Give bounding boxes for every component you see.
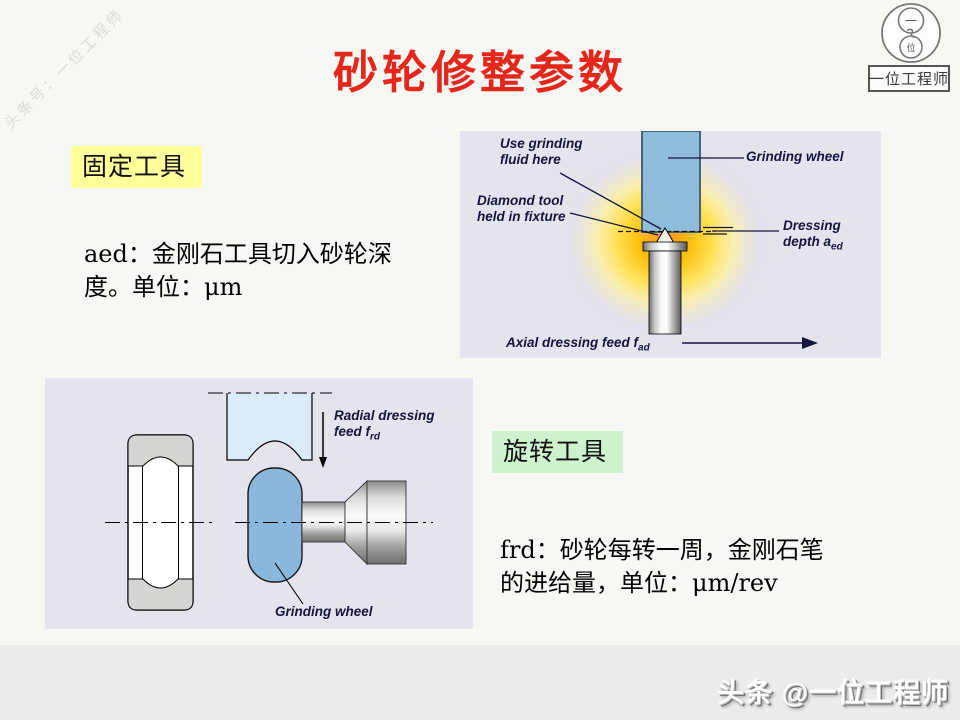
diamond-tool-label: Diamond tool held in fixture (477, 193, 566, 224)
fixed-tool-desc-line1: aed：金刚石工具切入砂轮深 (84, 240, 392, 268)
diamond-leader-line (569, 212, 659, 236)
wheel-profile-outline (226, 393, 313, 461)
rotary-tool-diagram-drawing (105, 392, 433, 611)
brand-logo-icon: 一 位 一位工程师 (868, 3, 950, 92)
brand-logo: 一 位 一位工程师 (866, 2, 952, 99)
grinding-wheel-label-2: Grinding wheel (275, 604, 373, 619)
dressing-depth-label: Dressing depth aed (783, 218, 843, 253)
footer-strip (0, 645, 960, 720)
grinding-wheel-label: Grinding wheel (746, 149, 844, 164)
rotary-tool-desc-line1: frd：砂轮每转一周，金刚石笔 (500, 536, 824, 564)
spindle-body (366, 480, 407, 565)
page-title: 砂轮修整参数 (332, 47, 627, 98)
tool-collar (642, 241, 688, 252)
axial-feed-arrowhead (802, 337, 818, 349)
footer-byline: 头条 @一位工程师 (717, 678, 949, 708)
wheel-profile-fill (227, 393, 312, 460)
rotary-tool-diagram: Radial dressing feed frd Grinding wheel (45, 378, 473, 629)
grinding-wheel-shape (641, 131, 701, 233)
logo-top-char: 一 (905, 14, 917, 28)
fixed-tool-description: aed：金刚石工具切入砂轮深 度。单位：μm (84, 238, 392, 304)
radial-feed-label: Radial dressing feed frd (334, 408, 435, 443)
wheel-section-top-cap (127, 434, 194, 467)
radial-subscript: rd (370, 431, 381, 443)
fluid-leader-line (559, 172, 662, 230)
axial-subscript: ad (638, 342, 650, 354)
rotary-tool-desc-line2: 的进给量，单位：μm/rev (500, 569, 778, 597)
logo-box-text: 一位工程师 (869, 71, 949, 88)
logo-bottom-char: 位 (906, 42, 915, 53)
fixed-tool-diagram-drawing (559, 131, 818, 349)
fixed-tool-diagram: Use grinding fluid here Grinding wheel D… (460, 131, 881, 358)
rotary-tool-label: 旋转工具 (492, 431, 624, 473)
use-fluid-label: Use grinding fluid here (500, 136, 583, 167)
fixed-tool-desc-line2: 度。单位：μm (84, 273, 243, 301)
wheel-section-bottom-cap (127, 578, 194, 611)
logo-squiggle (906, 28, 916, 38)
grinding-wheel-leader (274, 562, 304, 605)
axial-feed-label: Axial dressing feed fad (506, 335, 650, 354)
depth-subscript: ed (831, 241, 843, 253)
tool-holder-cylinder (648, 250, 682, 335)
fixed-tool-label: 固定工具 (71, 146, 203, 188)
dressing-roller (247, 467, 303, 583)
radial-feed-arrowhead (319, 457, 327, 468)
rotary-tool-description: frd：砂轮每转一周，金刚石笔 的进给量，单位：μm/rev (500, 534, 824, 600)
